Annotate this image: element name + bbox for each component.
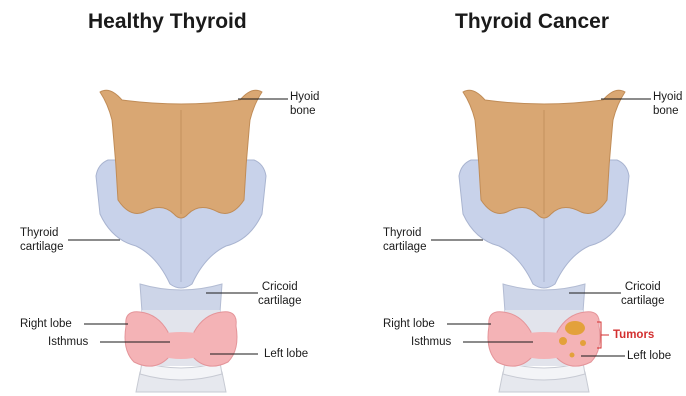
tumor	[580, 340, 586, 346]
isthmus-label: Isthmus	[48, 335, 88, 349]
thyroid-cartilage-label: Thyroid cartilage	[383, 226, 426, 254]
left-lobe-label: Left lobe	[627, 349, 671, 363]
right-lobe-label: Right lobe	[20, 317, 72, 331]
isthmus	[160, 332, 202, 359]
isthmus-label: Isthmus	[411, 335, 451, 349]
tumors-label: Tumors	[613, 329, 654, 341]
tumor	[559, 337, 567, 345]
right-lobe-label: Right lobe	[383, 317, 435, 331]
hyoid-bone-label: Hyoid bone	[653, 90, 682, 118]
isthmus	[523, 332, 565, 359]
thyroid-cancer-panel: Thyroid Cancer	[343, 0, 686, 396]
thyroid-cartilage-label: Thyroid cartilage	[20, 226, 63, 254]
healthy-thyroid-panel: Healthy Thyroid Hyoid bone	[0, 0, 343, 396]
tumor	[565, 321, 585, 335]
left-lobe-label: Left lobe	[264, 347, 308, 361]
cricoid-cartilage-label: Cricoid cartilage	[258, 280, 301, 308]
hyoid-bone-label: Hyoid bone	[290, 90, 319, 118]
cricoid-cartilage-label: Cricoid cartilage	[621, 280, 664, 308]
tumor	[570, 353, 575, 358]
